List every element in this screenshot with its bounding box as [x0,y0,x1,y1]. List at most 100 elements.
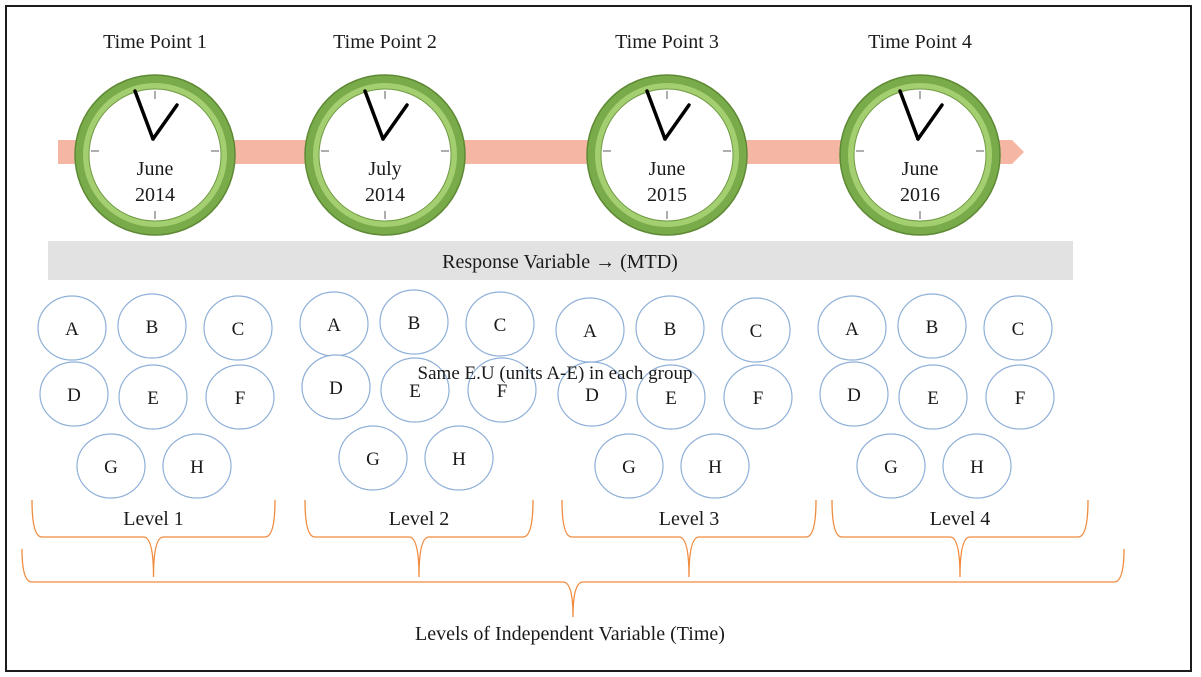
experimental-unit-circle [897,293,967,359]
time-point-title: Time Point 1 [103,31,207,53]
clock-minute-hand [133,89,155,141]
experimental-unit-circle [594,433,664,499]
experimental-unit-label: C [232,319,245,340]
experimental-unit-label: F [235,388,246,409]
clock-hour-hand [916,103,944,141]
experimental-unit-circle [118,364,188,430]
clock-face [88,88,222,222]
experimental-unit-circle [39,361,109,427]
experimental-unit-label: G [884,457,898,478]
experimental-unit-circle [898,364,968,430]
experimental-unit-label: H [708,457,722,478]
experimental-unit-label: H [190,457,204,478]
experimental-unit-label: E [927,388,939,409]
experimental-unit-label: B [408,313,421,334]
experimental-unit-label: A [327,315,341,336]
clock-month: July [368,158,401,180]
independent-variable-label: Levels of Independent Variable (Time) [415,623,725,645]
diagram-frame [5,5,1192,672]
experimental-unit-circle [203,295,273,361]
clock-hour-hand [151,103,179,141]
clock-month: June [649,158,686,180]
experimental-unit-label: A [65,319,79,340]
clock-year: 2014 [365,184,405,206]
experimental-unit-label: E [147,388,159,409]
experimental-unit-circle [338,425,408,491]
experimental-unit-circle [636,364,706,430]
level-bracket [31,499,276,578]
clock-year: 2016 [900,184,940,206]
experimental-unit-label: D [847,385,861,406]
experimental-unit-circle [856,433,926,499]
experimental-unit-circle [379,289,449,355]
level-label: Level 3 [659,508,720,530]
level-label: Level 2 [389,508,450,530]
time-point-title: Time Point 4 [868,31,972,53]
experimental-unit-circle [680,433,750,499]
clock-minute-hand [363,89,385,141]
experimental-unit-circle [117,293,187,359]
experimental-unit-circle [942,433,1012,499]
experimental-unit-label: C [750,321,763,342]
experimental-unit-circle [557,361,627,427]
experimental-unit-circle [721,297,791,363]
experimental-unit-label: F [753,388,764,409]
experimental-unit-label: H [970,457,984,478]
experimental-unit-circle [467,357,537,423]
experimental-unit-circle [162,433,232,499]
level-label: Level 1 [123,508,184,530]
experimental-unit-label: A [583,321,597,342]
time-point-title: Time Point 3 [615,31,719,53]
timeline-arrow [58,140,1024,164]
response-variable-band [48,241,1073,280]
response-variable-label: Response Variable → (MTD) [442,251,678,273]
time-point-title: Time Point 2 [333,31,437,53]
clock-month: June [902,158,939,180]
level-bracket [561,499,817,578]
experimental-unit-label: C [1012,319,1025,340]
level-label: Level 4 [930,508,991,530]
experimental-unit-circle [817,295,887,361]
experimental-unit-circle [301,354,371,420]
experimental-unit-label: E [409,381,421,402]
clock-month: June [137,158,174,180]
experimental-unit-label: D [585,385,599,406]
level-bracket [304,499,534,578]
experimental-unit-label: G [622,457,636,478]
experimental-unit-circle [819,361,889,427]
experimental-unit-circle [37,295,107,361]
experimental-unit-label: F [497,381,508,402]
experimental-unit-label: G [104,457,118,478]
experimental-unit-label: B [664,319,677,340]
clock-hour-hand [663,103,691,141]
experimental-unit-label: C [494,315,507,336]
experimental-unit-circle [985,364,1055,430]
experimental-unit-label: F [1015,388,1026,409]
experimental-unit-circle [465,291,535,357]
experimental-unit-circle [635,295,705,361]
clock-minute-hand [898,89,920,141]
experimental-unit-circle [424,425,494,491]
experimental-unit-label: D [329,378,343,399]
clock-year: 2014 [135,184,175,206]
level-bracket [831,499,1089,578]
independent-variable-bracket [21,548,1125,618]
clock-face [853,88,987,222]
experimental-unit-circle [723,364,793,430]
clock-face [318,88,452,222]
clock-face [600,88,734,222]
clock-hour-hand [381,103,409,141]
clock-minute-hand [645,89,667,141]
experimental-unit-circle [76,433,146,499]
experimental-unit-label: H [452,449,466,470]
experimental-unit-circle [983,295,1053,361]
experimental-unit-label: B [146,317,159,338]
clock-year: 2015 [647,184,687,206]
experimental-unit-label: E [665,388,677,409]
experimental-unit-label: B [926,317,939,338]
experimental-unit-label: A [845,319,859,340]
same-units-note: Same E.U (units A-E) in each group [418,363,693,384]
experimental-unit-label: G [366,449,380,470]
